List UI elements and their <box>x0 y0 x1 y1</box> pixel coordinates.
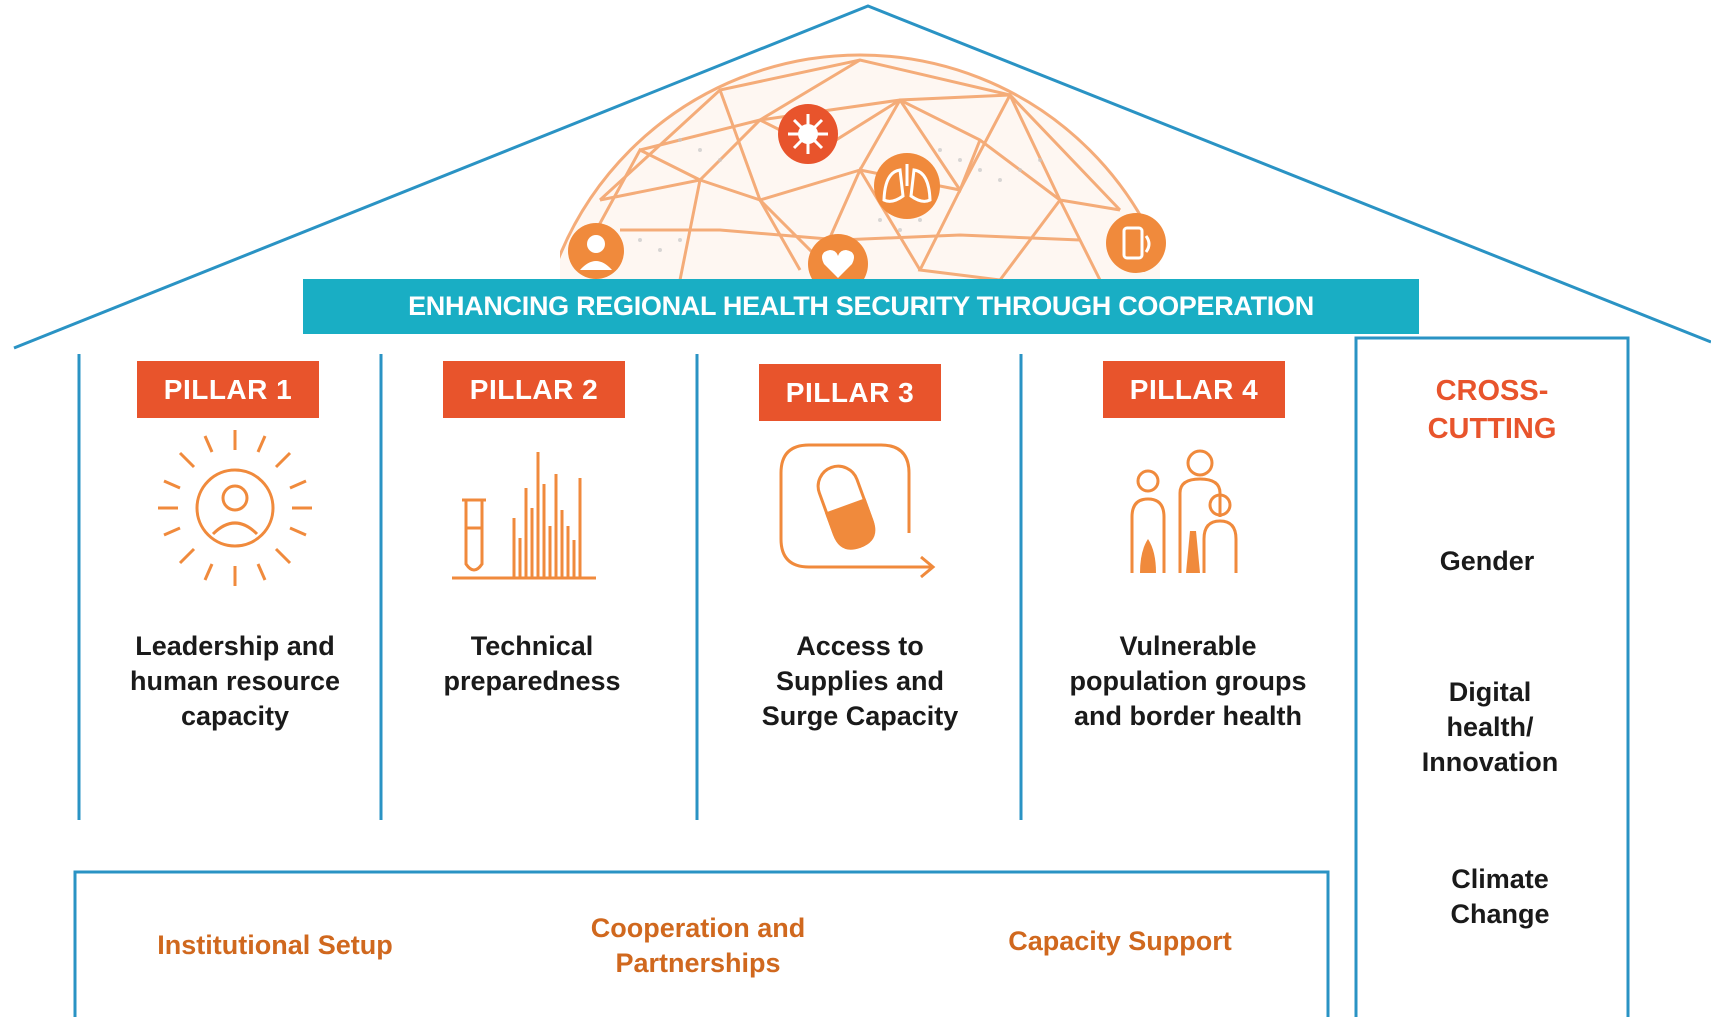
doctor-icon <box>568 223 624 279</box>
pillar-1-tag: PILLAR 1 <box>137 361 319 418</box>
foundation-cooperation-partnerships: Cooperation and Partnerships <box>590 913 806 978</box>
foundation-institutional-setup: Institutional Setup <box>157 930 393 960</box>
cross-cutting-title: CROSS- CUTTING <box>1427 375 1557 445</box>
family-group-icon <box>1130 449 1238 573</box>
pillar-2-label: Technical preparedness <box>443 631 621 696</box>
cross-cutting-climate-change: Climate Change <box>1450 864 1550 929</box>
pillar-3-label: Access to Supplies and Surge Capacity <box>761 631 959 731</box>
cross-cutting-box <box>1354 336 1630 1017</box>
banner-title: ENHANCING REGIONAL HEALTH SECURITY THROU… <box>303 279 1419 334</box>
lungs-icon <box>874 153 940 219</box>
cross-cutting-digital-health: Digital health/ Innovation <box>1421 677 1559 777</box>
pillar-4-label: Vulnerable population groups and border … <box>1069 631 1307 731</box>
foundation-capacity-support: Capacity Support <box>1008 926 1232 956</box>
test-tube-chart-icon <box>452 452 596 580</box>
pillar-3-tag: PILLAR 3 <box>759 364 941 421</box>
mobile-health-icon <box>1106 213 1166 273</box>
doctor-sun-icon <box>158 430 312 586</box>
pillar-1-label: Leadership and human resource capacity <box>129 631 341 731</box>
globe-graphic <box>560 53 1166 294</box>
capsule-supply-icon <box>779 443 936 579</box>
pillar-4-tag: PILLAR 4 <box>1103 361 1285 418</box>
pillar-2-tag: PILLAR 2 <box>443 361 625 418</box>
foundation-box <box>73 870 1330 1017</box>
roof-line <box>13 4 1711 350</box>
virus-icon <box>778 104 838 164</box>
cross-cutting-gender: Gender <box>1439 546 1535 576</box>
pillar-columns <box>77 354 1023 820</box>
